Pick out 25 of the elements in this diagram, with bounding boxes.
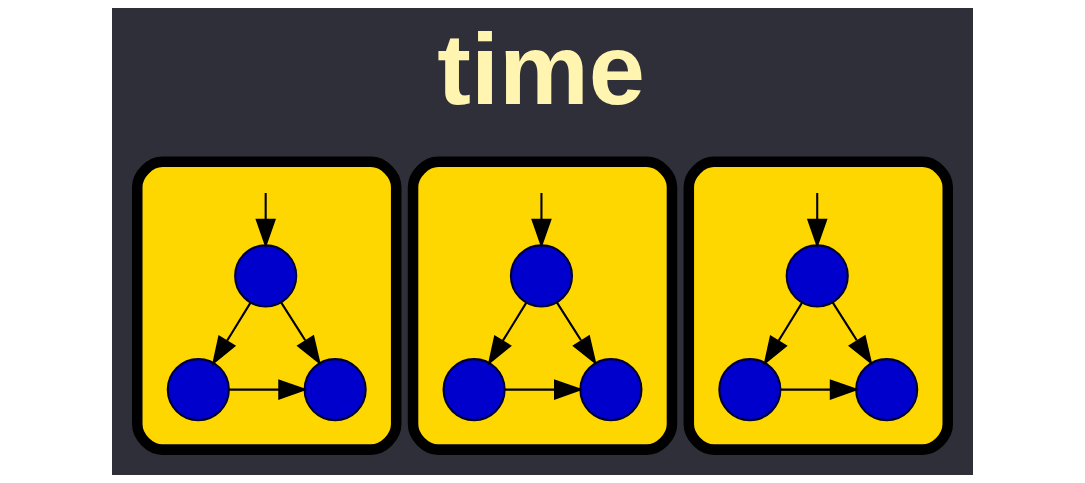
node-circle bbox=[718, 358, 782, 422]
arrow bbox=[280, 301, 321, 366]
arrow bbox=[229, 379, 308, 400]
node-circle bbox=[442, 358, 506, 422]
node-circle bbox=[855, 358, 919, 422]
node-circle bbox=[579, 358, 643, 422]
arrow bbox=[831, 301, 873, 366]
cluster bbox=[132, 156, 402, 455]
node-circle bbox=[166, 358, 230, 422]
arrow bbox=[531, 193, 552, 249]
arrow bbox=[505, 379, 584, 400]
arrow bbox=[763, 302, 803, 366]
cluster bbox=[407, 156, 678, 455]
diagram-title: time bbox=[437, 12, 645, 125]
node-circle bbox=[234, 244, 298, 308]
arrow bbox=[487, 302, 528, 366]
arrow bbox=[806, 193, 828, 249]
arrow bbox=[255, 193, 276, 249]
cluster bbox=[683, 156, 953, 455]
arrow bbox=[780, 379, 860, 400]
node-circle bbox=[785, 244, 849, 308]
arrow bbox=[211, 302, 252, 366]
arrow bbox=[555, 301, 597, 366]
node-circle bbox=[303, 358, 367, 422]
node-circle bbox=[509, 244, 574, 308]
